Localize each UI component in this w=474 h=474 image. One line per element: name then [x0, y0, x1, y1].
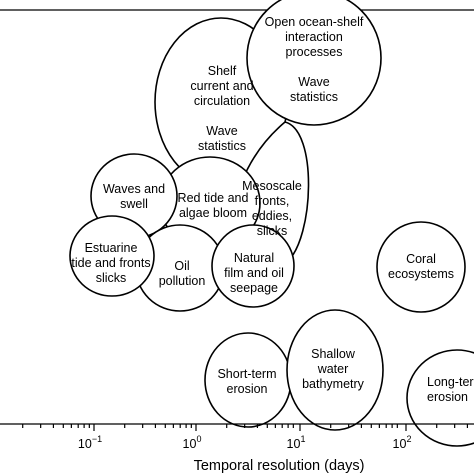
- coral-region: [376, 221, 466, 313]
- label-line: pollution: [159, 274, 206, 288]
- label-line: erosion: [227, 382, 268, 396]
- label-line: statistics: [290, 90, 338, 104]
- label-line: statistics: [198, 139, 246, 153]
- tick-label: 102: [393, 434, 412, 451]
- natural-film-region: [211, 224, 295, 308]
- label-line: tide and fronts: [71, 256, 150, 270]
- label-line: Wave: [206, 124, 238, 138]
- label-line: fronts,: [255, 194, 290, 208]
- label-line: seepage: [230, 281, 278, 295]
- label-line: Open ocean-shelf: [265, 15, 364, 29]
- label-line: Wave: [298, 75, 330, 89]
- label-line: Oil: [174, 259, 189, 273]
- label-line: current and: [190, 79, 253, 93]
- label-line: circulation: [194, 94, 250, 108]
- label-line: erosion: [427, 390, 468, 404]
- label-line: Estuarine: [85, 241, 138, 255]
- label-line: Red tide and: [178, 191, 249, 205]
- open-ocean-region: [246, 0, 382, 126]
- label-line: ecosystems: [388, 267, 454, 281]
- label-line: Coral: [406, 252, 436, 266]
- tick-label: 101: [287, 434, 306, 451]
- estuarine-region: [69, 215, 155, 297]
- x-axis-ticks: 10−1 100 101 102: [22, 424, 469, 451]
- label-line: eddies,: [252, 209, 292, 223]
- label-line: bathymetry: [302, 377, 365, 391]
- label-line: slicks: [96, 271, 127, 285]
- label-line: Shallow: [311, 347, 356, 361]
- x-axis-title: Temporal resolution (days): [194, 458, 365, 474]
- label-line: processes: [286, 45, 343, 59]
- long-term-region: [406, 349, 474, 447]
- shallow-water-region: [286, 309, 384, 431]
- label-line: algae bloom: [179, 206, 247, 220]
- tick-label: 10−1: [78, 434, 102, 451]
- label-line: Mesoscale: [242, 179, 302, 193]
- label-line: Short-term: [217, 367, 276, 381]
- label-line: Natural: [234, 251, 274, 265]
- label-line: slicks: [257, 224, 288, 238]
- label-line: swell: [120, 197, 148, 211]
- label-line: Long-term: [427, 375, 474, 389]
- tick-label: 100: [183, 434, 202, 451]
- label-line: water: [317, 362, 349, 376]
- label-line: interaction: [285, 30, 343, 44]
- label-line: Waves and: [103, 182, 165, 196]
- label-line: film and oil: [224, 266, 284, 280]
- label-line: Shelf: [208, 64, 237, 78]
